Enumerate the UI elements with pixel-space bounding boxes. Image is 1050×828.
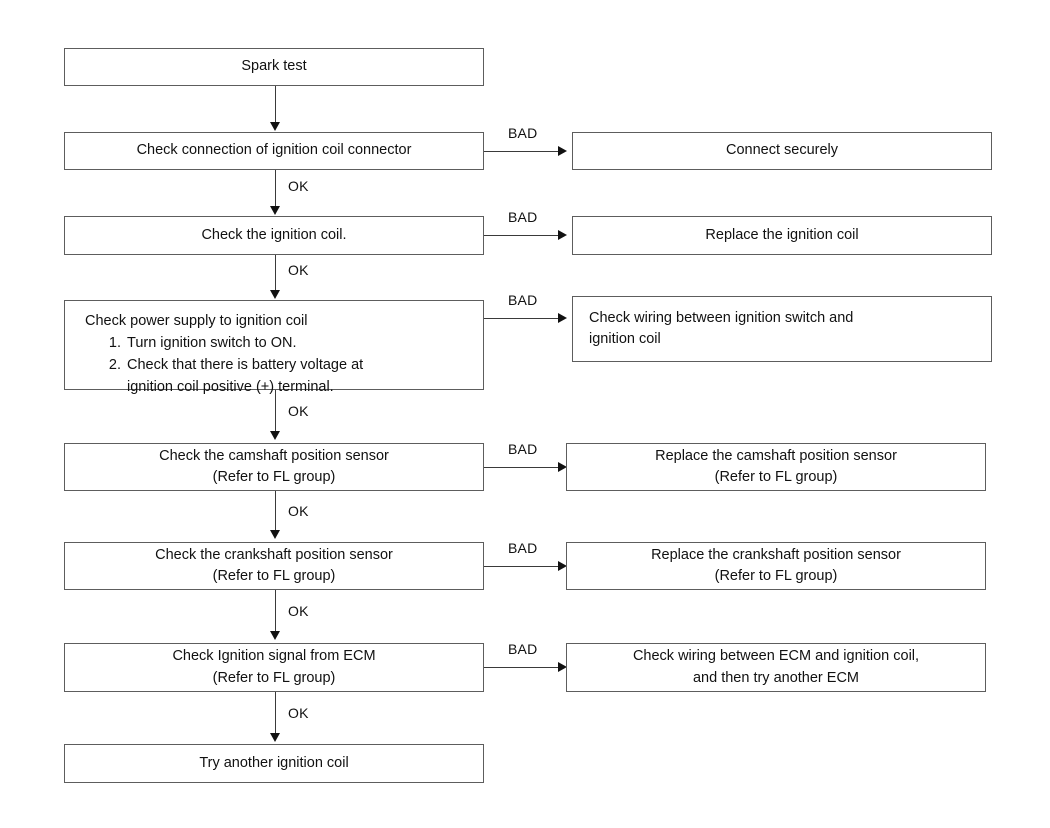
connector-v-4-arrowhead: [270, 431, 280, 440]
node-spark-test-label: Spark test: [241, 58, 307, 75]
step-2-number: 2.: [108, 356, 121, 373]
connector-v-5-arrowhead: [270, 530, 280, 539]
node-check-camshaft-sensor-line-1: Check the camshaft position sensor: [159, 447, 389, 464]
node-check-coil-connector-label: Check connection of ignition coil connec…: [136, 142, 412, 159]
node-spark-test[interactable]: Spark test: [64, 48, 484, 86]
node-check-camshaft-sensor-line-2: (Refer to FL group): [212, 469, 336, 485]
node-check-power-supply-title: Check power supply to ignition coil: [85, 313, 308, 329]
node-replace-crankshaft-sensor-line-1: Replace the crankshaft position sensor: [651, 546, 901, 563]
node-check-wiring-ecm[interactable]: Check wiring between ECM and ignition co…: [566, 643, 986, 692]
connector-h-6-arrowhead: [558, 662, 567, 672]
node-check-crankshaft-sensor-line-1: Check the crankshaft position sensor: [155, 546, 393, 563]
node-check-wiring-ecm-line-2: and then try another ECM: [692, 669, 860, 686]
node-check-wiring-ignition-switch-line-2: ignition coil: [589, 331, 661, 347]
edge-label-ok-4: OK: [288, 503, 309, 519]
node-check-coil-connector[interactable]: Check connection of ignition coil connec…: [64, 132, 484, 170]
connector-h-2-arrowhead: [558, 230, 567, 240]
connector-v-6: [275, 590, 276, 632]
connector-v-3: [275, 255, 276, 292]
node-try-another-coil[interactable]: Try another ignition coil: [64, 744, 484, 783]
connector-h-3-arrowhead: [558, 313, 567, 323]
edge-label-bad-5: BAD: [508, 540, 538, 556]
connector-h-1: [484, 151, 559, 152]
edge-label-ok-6: OK: [288, 705, 309, 721]
connector-v-4: [275, 390, 276, 433]
edge-label-ok-1: OK: [288, 178, 309, 194]
connector-v-1: [275, 86, 276, 124]
node-check-power-supply[interactable]: Check power supply to ignition coil 1. T…: [64, 300, 484, 395]
step-2-line-1: Check that there is battery voltage at: [127, 356, 364, 373]
edge-label-ok-3: OK: [288, 403, 309, 419]
connector-v-7-arrowhead: [270, 733, 280, 742]
node-replace-ignition-coil-label: Replace the ignition coil: [705, 226, 859, 243]
connector-v-1-arrowhead: [270, 122, 280, 131]
connector-h-2: [484, 235, 559, 236]
node-check-wiring-ignition-switch[interactable]: Check wiring between ignition switch and…: [572, 296, 992, 362]
connector-h-5: [484, 566, 559, 567]
edge-label-ok-2: OK: [288, 262, 309, 278]
connector-v-5: [275, 491, 276, 532]
node-replace-crankshaft-sensor[interactable]: Replace the crankshaft position sensor (…: [566, 542, 986, 590]
edge-label-bad-2: BAD: [508, 209, 538, 225]
connector-h-3: [484, 318, 559, 319]
node-check-ignition-coil[interactable]: Check the ignition coil.: [64, 216, 484, 255]
node-replace-camshaft-sensor[interactable]: Replace the camshaft position sensor (Re…: [566, 443, 986, 491]
connector-h-5-arrowhead: [558, 561, 567, 571]
node-check-ecm-signal-line-2: (Refer to FL group): [212, 669, 336, 686]
step-1-number: 1.: [108, 335, 121, 352]
node-replace-camshaft-sensor-line-2: (Refer to FL group): [714, 469, 838, 485]
power-supply-step-2: 2. Check that there is battery voltage a…: [85, 355, 471, 399]
node-check-camshaft-sensor[interactable]: Check the camshaft position sensor (Refe…: [64, 443, 484, 491]
connector-v-2: [275, 170, 276, 208]
node-replace-camshaft-sensor-line-1: Replace the camshaft position sensor: [655, 447, 897, 464]
node-connect-securely[interactable]: Connect securely: [572, 132, 992, 170]
connector-h-6: [484, 667, 559, 668]
node-check-crankshaft-sensor[interactable]: Check the crankshaft position sensor (Re…: [64, 542, 484, 590]
node-try-another-coil-label: Try another ignition coil: [199, 754, 349, 771]
node-connect-securely-label: Connect securely: [725, 142, 839, 159]
edge-label-bad-4: BAD: [508, 441, 538, 457]
node-replace-ignition-coil[interactable]: Replace the ignition coil: [572, 216, 992, 255]
node-check-wiring-ecm-line-1: Check wiring between ECM and ignition co…: [632, 648, 920, 665]
node-check-ignition-coil-label: Check the ignition coil.: [201, 226, 347, 243]
step-2-line-2: ignition coil positive (+) terminal.: [127, 378, 334, 395]
connector-v-2-arrowhead: [270, 206, 280, 215]
connector-h-4: [484, 467, 559, 468]
node-check-ecm-signal[interactable]: Check Ignition signal from ECM (Refer to…: [64, 643, 484, 692]
power-supply-step-1: 1. Turn ignition switch to ON.: [85, 333, 471, 355]
node-check-wiring-ignition-switch-line-1: Check wiring between ignition switch and: [589, 309, 854, 326]
connector-v-6-arrowhead: [270, 631, 280, 640]
connector-v-3-arrowhead: [270, 290, 280, 299]
node-check-crankshaft-sensor-line-2: (Refer to FL group): [212, 568, 336, 584]
edge-label-bad-6: BAD: [508, 641, 538, 657]
power-supply-step-list: 1. Turn ignition switch to ON. 2. Check …: [85, 333, 471, 398]
connector-h-4-arrowhead: [558, 462, 567, 472]
node-check-ecm-signal-line-1: Check Ignition signal from ECM: [172, 648, 376, 665]
edge-label-bad-1: BAD: [508, 125, 538, 141]
step-1-line-1: Turn ignition switch to ON.: [127, 335, 297, 352]
edge-label-ok-5: OK: [288, 603, 309, 619]
connector-v-7: [275, 692, 276, 735]
node-replace-crankshaft-sensor-line-2: (Refer to FL group): [714, 568, 838, 584]
connector-h-1-arrowhead: [558, 146, 567, 156]
edge-label-bad-3: BAD: [508, 292, 538, 308]
